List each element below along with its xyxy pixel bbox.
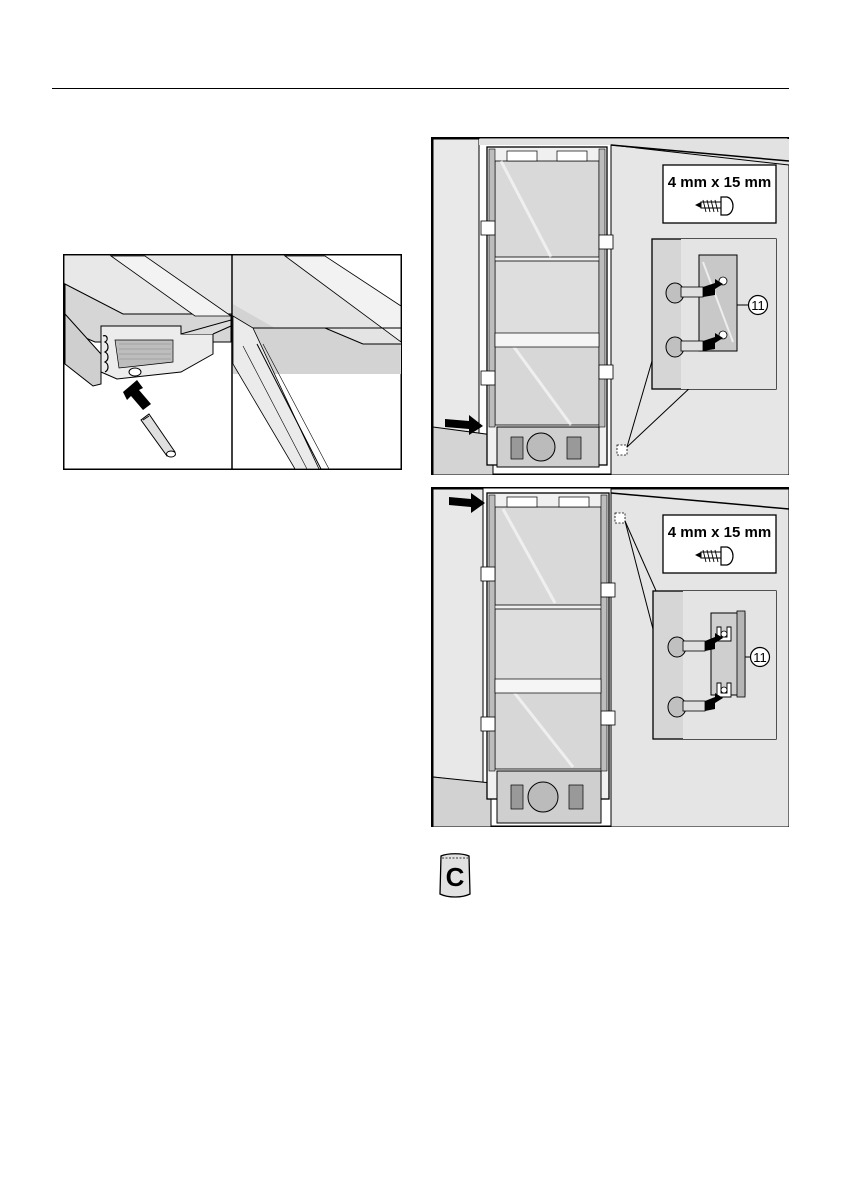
lower-bracket-figure: 4 mm x 15 mm 11 [431,137,789,475]
upper-bracket-figure: 4 mm x 15 mm 11 [431,487,789,827]
callout-number: 11 [751,298,765,313]
callout-number: 11 [753,650,767,665]
seal-insertion-figure [63,254,402,470]
accessory-bag-icon: C [438,852,472,900]
seal-insertion-drawing [63,254,402,470]
screw-size-label: 4 mm x 15 mm [668,174,771,191]
upper-bracket-drawing: 4 mm x 15 mm 11 [431,487,789,827]
header-rule [52,88,789,89]
bag-letter: C [446,862,465,892]
screw-size-label: 4 mm x 15 mm [668,524,771,541]
lower-bracket-drawing: 4 mm x 15 mm 11 [431,137,789,475]
